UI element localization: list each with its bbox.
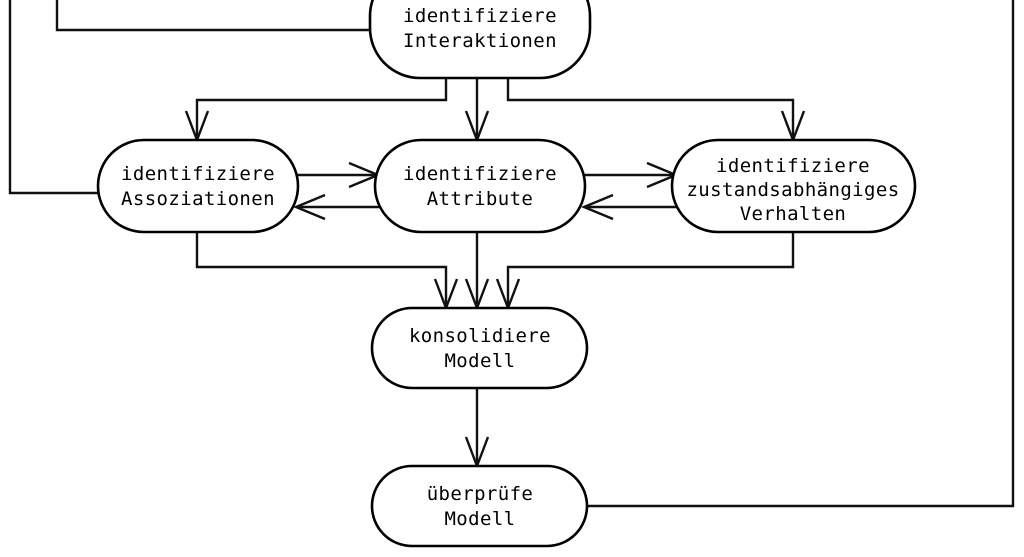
node-label-line2: Attribute [427, 188, 534, 210]
node-label-line2: Modell [444, 350, 515, 372]
node-label-line3: Verhalten [740, 203, 847, 225]
edge-path [506, 78, 795, 140]
arrowhead-icon [292, 193, 326, 221]
edge-ueberpruefe-right-outgoing [588, 0, 1015, 508]
edge-assoziationen-to-attribute [292, 161, 382, 189]
node-shape [368, 0, 592, 80]
node-konsolidiere-modell[interactable]: konsolidiere Modell [370, 306, 589, 390]
node-identifiziere-zustandsabhaengiges-verhalten[interactable]: identifiziere zustandsabhängiges Verhalt… [670, 138, 917, 234]
edge-interaktionen-left-outgoing [55, 0, 370, 32]
edge-path [55, 0, 370, 32]
edge-path [506, 232, 795, 308]
node-shape [370, 464, 589, 548]
node-label-line2: Modell [444, 508, 515, 530]
node-identifiziere-interaktionen[interactable]: identifiziere Interaktionen [368, 0, 592, 80]
node-label-line1: identifiziere [716, 155, 870, 177]
node-identifiziere-assoziationen[interactable]: identifiziere Assoziationen [96, 138, 300, 234]
node-label-line1: identifiziere [121, 163, 275, 185]
edge-path [195, 232, 448, 308]
node-shape [373, 138, 587, 234]
node-shape [96, 138, 300, 234]
edge-attribute-to-assoziationen [292, 193, 380, 221]
node-label-line2: Interaktionen [403, 30, 557, 52]
node-layer: identifiziere Interaktionen identifizier… [96, 0, 917, 548]
node-ueberpruefe-modell[interactable]: überprüfe Modell [370, 464, 589, 548]
edge-attribute-to-verhalten [580, 161, 680, 189]
edge-interaktionen-to-assoziationen [184, 78, 448, 144]
edge-verhalten-to-attribute [580, 193, 678, 221]
edge-konsolidiere-to-ueberpruefe [464, 388, 490, 470]
node-shape [370, 306, 589, 390]
node-label-line2: zustandsabhängiges [686, 179, 899, 201]
edge-interaktionen-to-verhalten [506, 78, 806, 144]
edge-path [588, 0, 1015, 508]
arrowhead-icon [580, 193, 614, 221]
node-label-line2: Assoziationen [121, 188, 275, 210]
edge-attribute-to-konsolidiere [464, 232, 490, 312]
edge-interaktionen-to-attribute [464, 78, 490, 144]
node-label-line1: identifiziere [403, 163, 557, 185]
node-shape [670, 138, 917, 234]
edge-verhalten-to-konsolidiere [495, 232, 795, 312]
node-identifiziere-attribute[interactable]: identifiziere Attribute [373, 138, 587, 234]
edge-path [8, 0, 99, 195]
edge-path [195, 78, 448, 140]
edge-assoziationen-left-outgoing [8, 0, 99, 195]
node-label-line1: identifiziere [403, 5, 557, 27]
node-label-line1: überprüfe [427, 483, 534, 505]
edge-assoziationen-to-konsolidiere [195, 232, 459, 312]
node-label-line1: konsolidiere [409, 325, 551, 347]
